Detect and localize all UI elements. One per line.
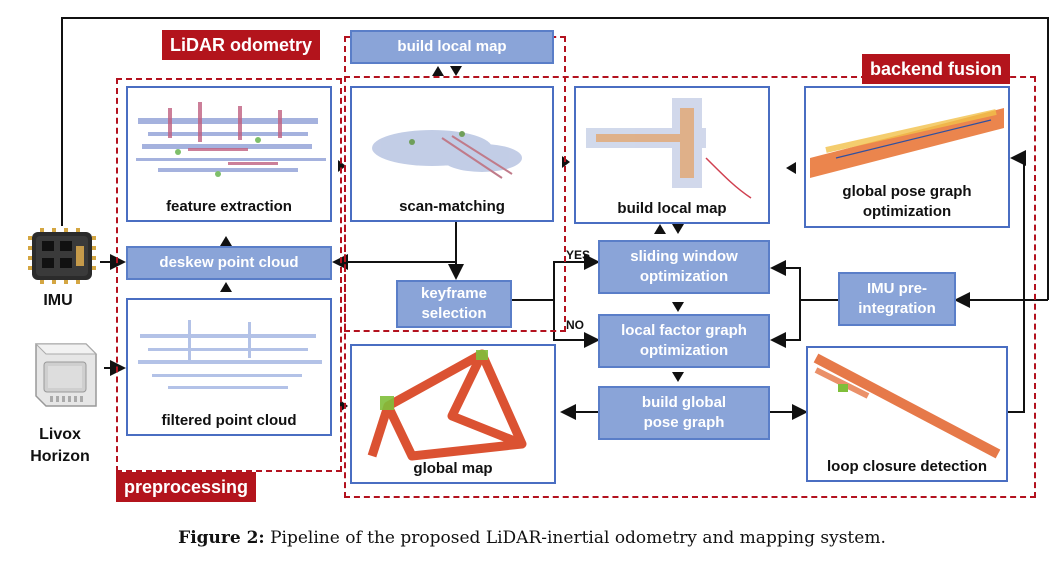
global-pose-graph-caption: global pose graph optimization <box>806 182 1008 222</box>
lidar-sensor-icon <box>26 336 102 412</box>
imu-chip-icon <box>26 226 98 286</box>
feature-extraction-panel: feature extraction <box>126 86 332 222</box>
keyframe-label-line1: keyframe <box>421 285 487 302</box>
keyframe-selection-box: keyframe selection <box>396 280 512 328</box>
scan-matching-caption: scan-matching <box>399 198 505 215</box>
figure-caption: Figure 2: Pipeline of the proposed LiDAR… <box>0 528 1064 548</box>
region-label-lidar-odometry: LiDAR odometry <box>162 30 321 60</box>
build-global-label-line2: pose graph <box>643 414 725 431</box>
region-preprocessing <box>116 78 342 472</box>
loop-closure-caption: loop closure detection <box>826 458 988 475</box>
deskew-point-cloud-box: deskew point cloud <box>126 246 332 280</box>
scan-matching-panel: scan-matching <box>350 86 554 222</box>
local-map-image <box>586 98 752 199</box>
build-local-map-caption: build local map <box>617 200 727 217</box>
point-cloud-image <box>138 320 322 389</box>
build-local-map-panel: build local map <box>574 86 770 224</box>
local-factor-label-line2: optimization <box>639 342 729 359</box>
region-label-backend-fusion: backend fusion <box>862 54 1011 84</box>
region-backend-fusion <box>344 76 1036 498</box>
loop-closure-panel: loop closure detection <box>806 346 1008 482</box>
no-branch-label: NO <box>566 318 584 332</box>
deskew-point-cloud-label: deskew point cloud <box>159 254 299 271</box>
imu-pre-label-line1: IMU pre- <box>867 280 927 297</box>
sliding-window-box: sliding window optimization <box>598 240 770 294</box>
yes-branch-label: YES <box>566 248 591 262</box>
build-local-map-top-label: build local map <box>397 38 507 55</box>
build-global-label-line1: build global <box>641 394 727 411</box>
pose-graph-image <box>810 108 1004 178</box>
local-factor-label-line1: local factor graph <box>621 322 747 339</box>
local-factor-graph-box: local factor graph optimization <box>598 314 770 368</box>
global-pose-graph-panel: global pose graph optimization <box>804 86 1010 228</box>
keyframe-label-line2: selection <box>421 305 487 322</box>
filtered-point-cloud-caption: filtered point cloud <box>161 412 297 429</box>
imu-label: IMU <box>43 292 73 309</box>
figure-caption-label: Figure 2: <box>178 528 265 548</box>
global-map-panel: global map <box>350 344 556 484</box>
global-pose-graph-caption-line2: optimization <box>862 203 952 220</box>
livox-label-line1: Livox <box>39 426 81 443</box>
figure-caption-text: Pipeline of the proposed LiDAR-inertial … <box>270 528 886 548</box>
region-label-preprocessing: preprocessing <box>116 472 257 502</box>
sliding-window-label-line1: sliding window <box>630 248 738 265</box>
filtered-point-cloud-panel: filtered point cloud <box>126 298 332 436</box>
global-map-caption: global map <box>413 460 493 477</box>
sliding-window-label-line2: optimization <box>639 268 729 285</box>
loop-closure-image <box>813 353 1001 459</box>
scan-matching-image <box>372 130 522 179</box>
imu-preintegration-box: IMU pre-integration <box>838 272 956 326</box>
build-local-map-top-box: build local map <box>350 30 554 64</box>
global-pose-graph-caption-line1: global pose graph <box>842 183 972 200</box>
feature-extraction-caption: feature extraction <box>166 198 292 215</box>
build-global-pose-graph-box: build global pose graph <box>598 386 770 440</box>
imu-pre-label-line2: integration <box>858 300 936 317</box>
point-cloud-image <box>136 102 326 177</box>
livox-label-line2: Horizon <box>30 448 90 465</box>
global-map-image <box>367 349 527 461</box>
